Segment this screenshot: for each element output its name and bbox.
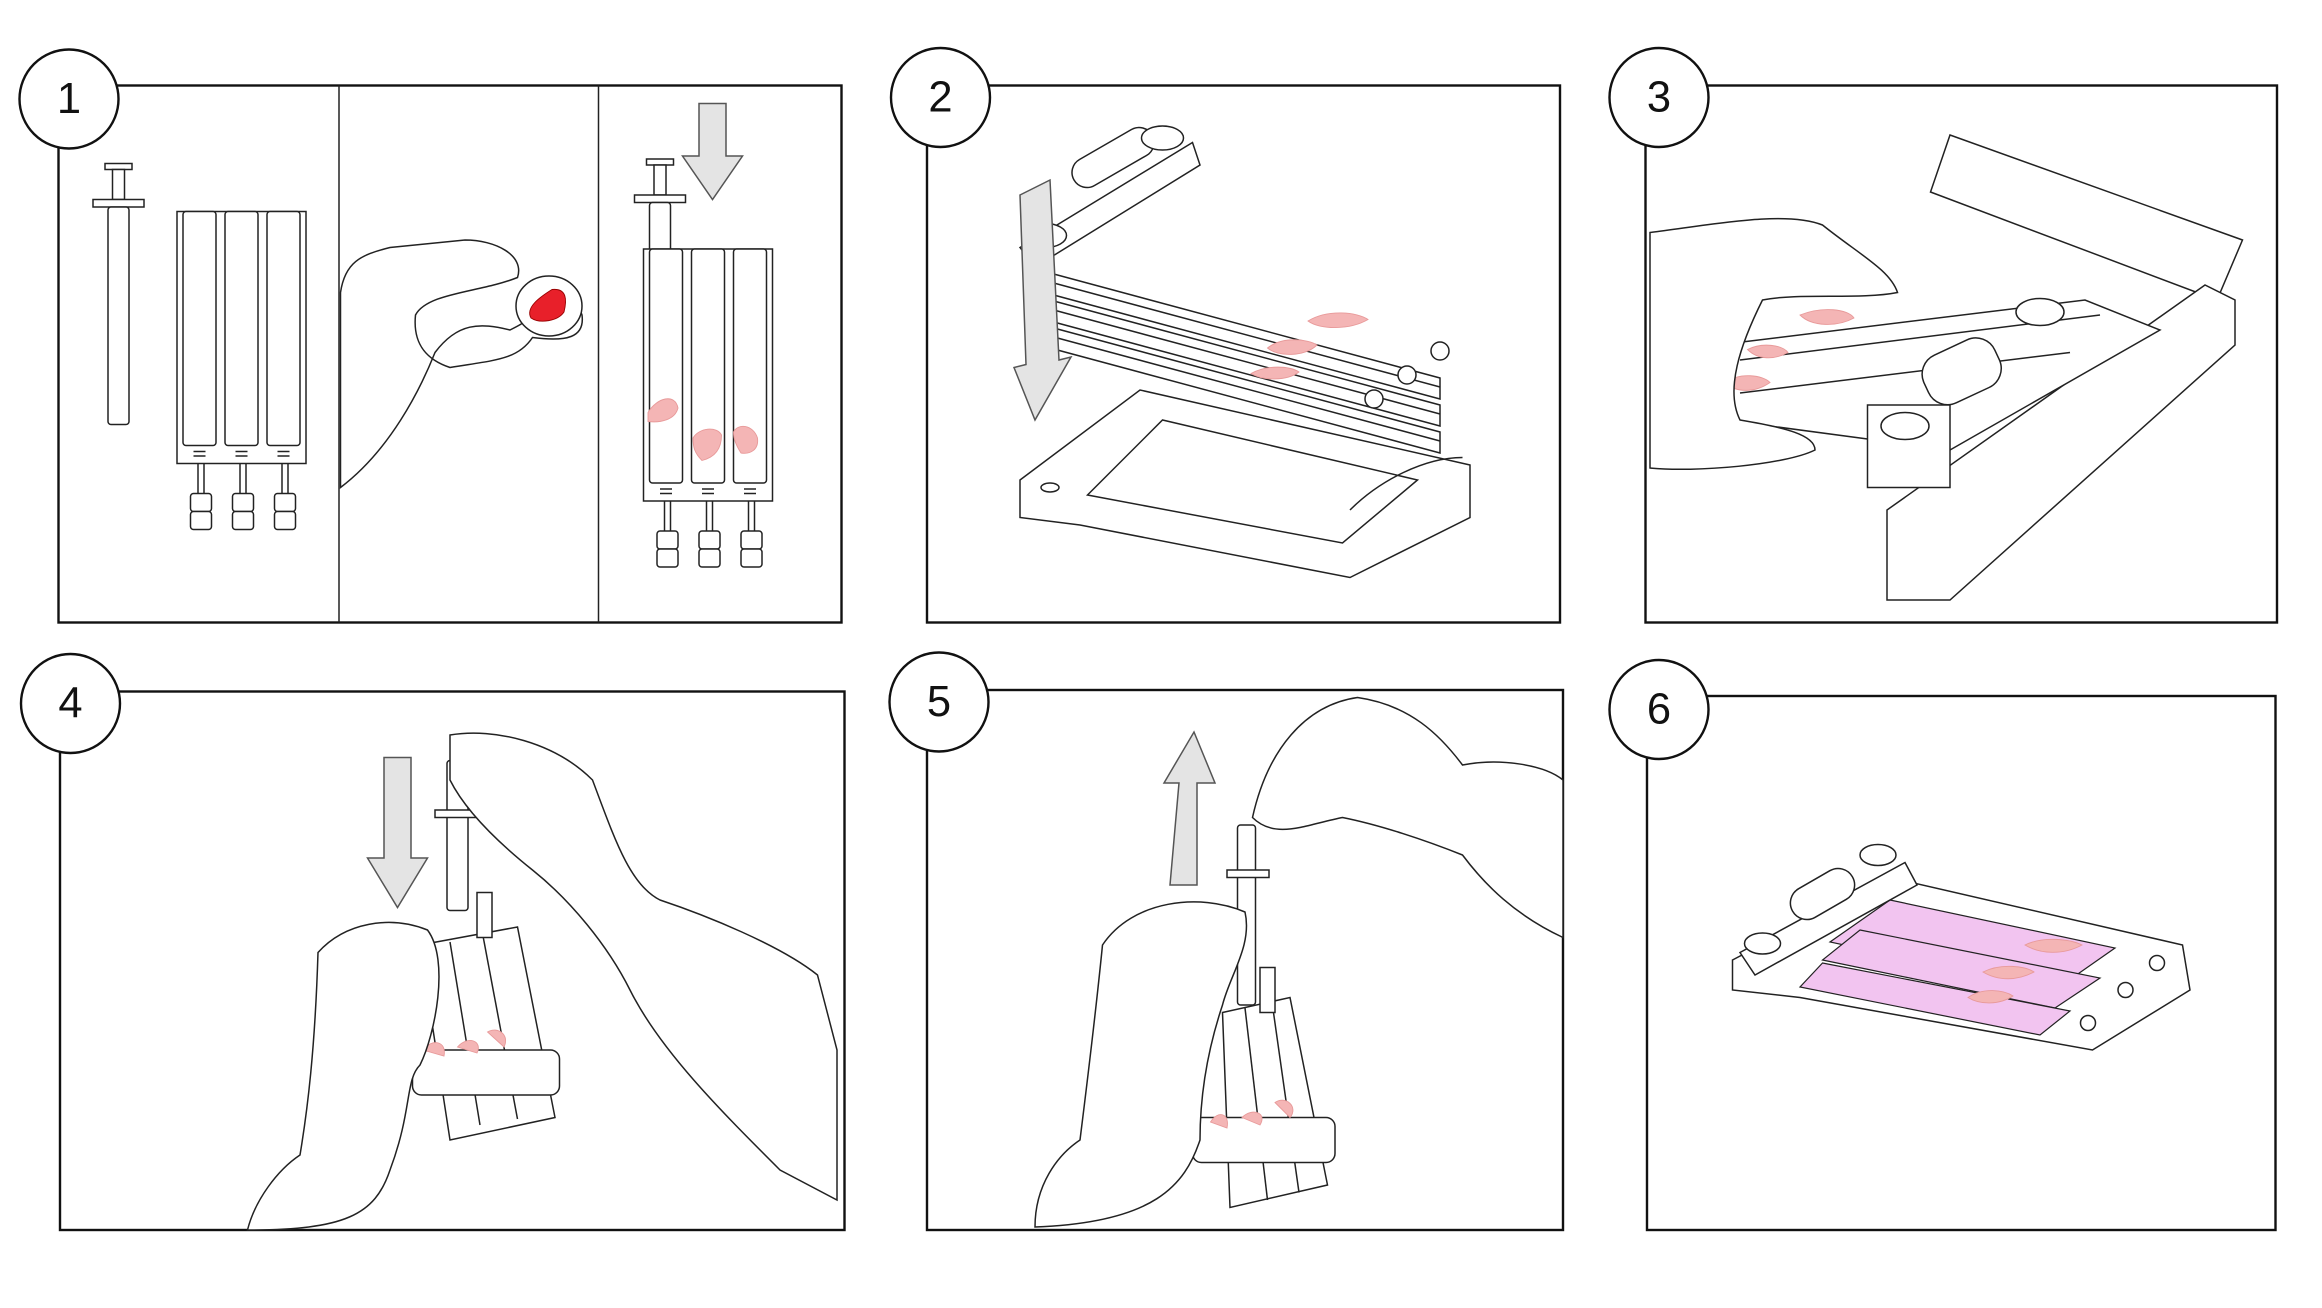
step-4-panel: 4 (19, 652, 846, 1232)
slide-tray-icon (1019, 389, 1471, 579)
step-number: 3 (1647, 74, 1671, 122)
step-5-badge (888, 651, 990, 753)
step-number: 2 (928, 74, 952, 122)
step-1-panel: 1 (18, 48, 843, 624)
left-hand-icon (246, 921, 440, 1231)
step-number: 4 (58, 680, 82, 728)
step-5-panel: 5 (888, 651, 1565, 1232)
slide-station-icon (1716, 134, 2244, 601)
step-number: 1 (57, 75, 81, 123)
up-arrow-icon (1162, 730, 1217, 886)
step-6-badge (1608, 658, 1710, 761)
step-2-badge (889, 46, 992, 149)
step-4-badge (19, 652, 122, 755)
down-arrow-icon (681, 102, 744, 201)
step-3-badge (1608, 46, 1710, 149)
down-arrow-icon (366, 756, 429, 909)
step-2-panel: 2 (889, 46, 1562, 624)
slide-holder-with-stained-slides-icon (1731, 843, 2191, 1051)
step-6-panel: 6 (1608, 658, 2277, 1232)
step-3-panel: 3 (1608, 46, 2279, 624)
down-arrow-icon (1012, 178, 1073, 422)
hand-holding-tissue-icon (339, 239, 583, 490)
step-number: 6 (1647, 686, 1671, 734)
cassette-with-syringe-icon (1191, 824, 1336, 1209)
left-hand-icon (1034, 901, 1248, 1228)
step-number: 5 (927, 678, 951, 726)
step-1-badge (18, 48, 120, 150)
right-hand-icon (1251, 696, 1564, 939)
right-hand-icon (449, 732, 838, 1202)
hand-icon (1649, 217, 1899, 471)
